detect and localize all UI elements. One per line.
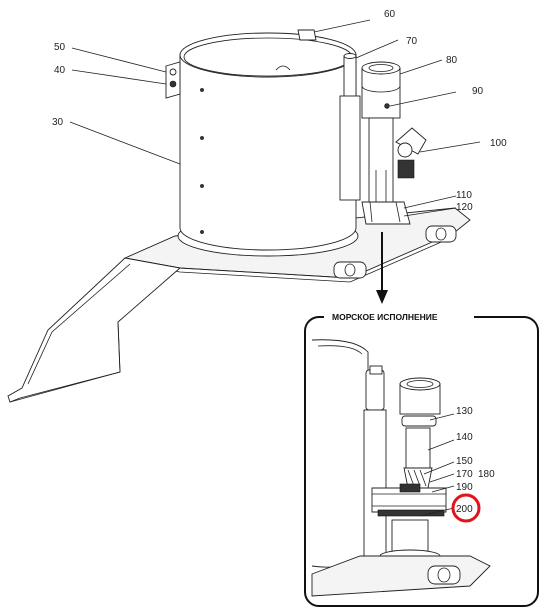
side-bracket [165, 61, 181, 99]
callout-200: 200 [456, 504, 473, 515]
callout-60: 60 [384, 9, 396, 20]
padlock [397, 159, 415, 179]
callout-50: 50 [54, 42, 66, 53]
callout-140: 140 [456, 432, 473, 443]
callout-110: 110 [456, 190, 472, 201]
highlight-circle-200 [451, 493, 481, 523]
callout-80: 80 [446, 55, 458, 66]
inset-title: МОРСКОЕ ИСПОЛНЕНИЕ [332, 312, 438, 322]
callout-40: 40 [54, 65, 66, 76]
bolt-50 [169, 68, 177, 76]
pipe [361, 67, 401, 119]
cylinder-rim [179, 32, 357, 78]
callout-150: 150 [456, 456, 473, 467]
callout-30: 30 [52, 117, 64, 128]
rear-roller [425, 225, 457, 243]
inset-roller [427, 565, 461, 585]
callout-180: 180 [478, 469, 495, 480]
detail-arrow [376, 232, 388, 304]
callout-100: 100 [490, 138, 507, 149]
front-roller [333, 261, 367, 279]
callout-190: 190 [456, 482, 473, 493]
callout-120: 120 [456, 202, 473, 213]
marine-inset: МОРСКОЕ ИСПОЛНЕНИЕ [304, 309, 539, 607]
top-tab [297, 29, 317, 41]
ramp [7, 257, 182, 403]
callout-170: 170 [456, 469, 473, 480]
bolt-40 [169, 80, 177, 88]
rear-post [343, 55, 357, 103]
callout-70: 70 [406, 36, 418, 47]
callout-90: 90 [472, 86, 484, 97]
main-assembly: 60 70 50 40 80 90 30 100 110 120 [7, 9, 507, 403]
screw-90 [384, 103, 390, 109]
lower-clamp [361, 201, 411, 225]
cylinder-body [179, 54, 357, 251]
callout-130: 130 [456, 406, 473, 417]
